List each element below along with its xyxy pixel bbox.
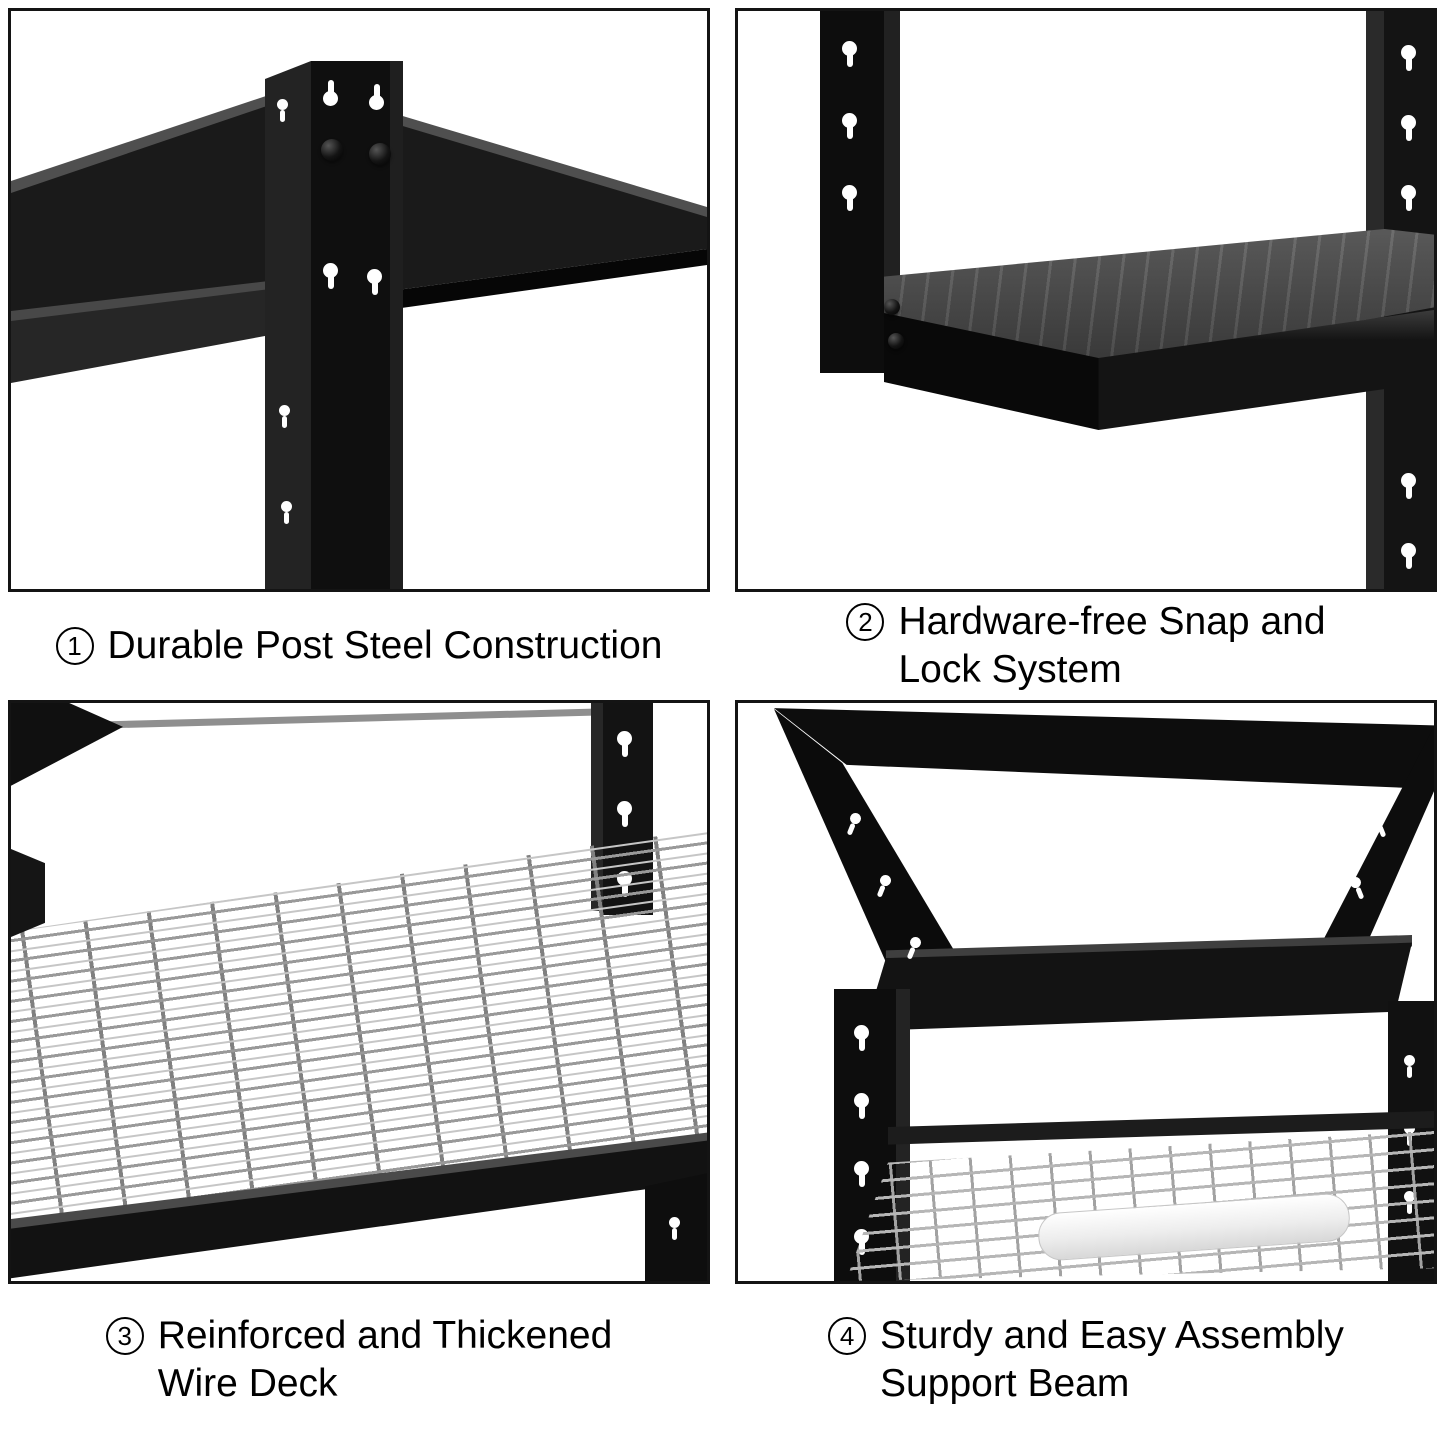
wire-deck-photo: [11, 703, 707, 1281]
back-beam-edge: [67, 707, 631, 730]
keyhole-slot: [1370, 813, 1385, 828]
photo-wire-deck: [8, 700, 710, 1284]
caption-4-line-2: Support Beam: [880, 1362, 1130, 1405]
snap-lock-clip: [884, 299, 900, 315]
caption-1-line-1: Durable Post Steel Construction: [107, 624, 663, 667]
top-frame-beam: [774, 708, 1434, 789]
snap-lock-clip: [888, 333, 904, 349]
photo-snap-lock-system: [735, 8, 1437, 592]
circled-number-3: 3: [105, 1317, 144, 1355]
keyhole-slot: [279, 405, 290, 428]
keyhole-slot: [323, 263, 338, 289]
keyhole-slot: [369, 84, 384, 110]
caption-3-line-2: Wire Deck: [157, 1362, 338, 1405]
caption-4-line-1: Sturdy and Easy Assembly: [880, 1314, 1344, 1357]
keyhole-slot: [1401, 115, 1416, 141]
keyhole-slot: [367, 269, 382, 295]
snap-lock-photo: [738, 11, 1434, 589]
post-construction-photo: [11, 11, 707, 589]
caption-3: 3 Reinforced and Thickened Wire Deck: [8, 1284, 710, 1436]
keyhole-slot: [617, 801, 632, 827]
keyhole-slot: [323, 80, 338, 106]
keyhole-slot: [1401, 473, 1416, 499]
keyhole-slot: [842, 41, 857, 67]
keyhole-slot: [281, 501, 292, 524]
caption-4: 4 Sturdy and Easy Assembly Support Beam: [735, 1284, 1437, 1436]
support-beam-photo: [738, 703, 1434, 1281]
keyhole-slot: [854, 1161, 869, 1187]
keyhole-slot: [617, 731, 632, 757]
keyhole-slot: [854, 1025, 869, 1051]
keyhole-slot: [1401, 45, 1416, 71]
caption-2: 2 Hardware-free Snap and Lock System: [735, 592, 1437, 700]
feature-panel-3: 3 Reinforced and Thickened Wire Deck: [8, 700, 710, 1436]
feature-panel-1: 1 Durable Post Steel Construction: [8, 8, 710, 700]
keyhole-slot: [842, 113, 857, 139]
keyhole-slot: [277, 99, 288, 122]
left-edge-post-piece: [11, 849, 45, 937]
keyhole-slot: [1401, 543, 1416, 569]
keyhole-slot: [1404, 1055, 1415, 1078]
feature-panel-2: 2 Hardware-free Snap and Lock System: [735, 8, 1437, 700]
circled-number-4: 4: [828, 1317, 867, 1355]
keyhole-slot: [842, 185, 857, 211]
keyhole-slot: [1401, 185, 1416, 211]
bolt-head: [321, 139, 343, 161]
photo-support-beam: [735, 700, 1437, 1284]
corner-angle-bracket: [11, 703, 123, 786]
bolt-head: [369, 143, 391, 165]
circled-number-1: 1: [55, 627, 94, 665]
keyhole-slot: [854, 1093, 869, 1119]
feature-panel-4: 4 Sturdy and Easy Assembly Support Beam: [735, 700, 1437, 1436]
caption-2-line-2: Lock System: [898, 648, 1122, 691]
caption-2-line-1: Hardware-free Snap and: [898, 600, 1326, 643]
caption-3-line-1: Reinforced and Thickened: [157, 1314, 613, 1357]
caption-1: 1 Durable Post Steel Construction: [8, 592, 710, 700]
photo-durable-post-steel: [8, 8, 710, 592]
keyhole-slot: [669, 1217, 680, 1240]
circled-number-2: 2: [846, 603, 885, 641]
